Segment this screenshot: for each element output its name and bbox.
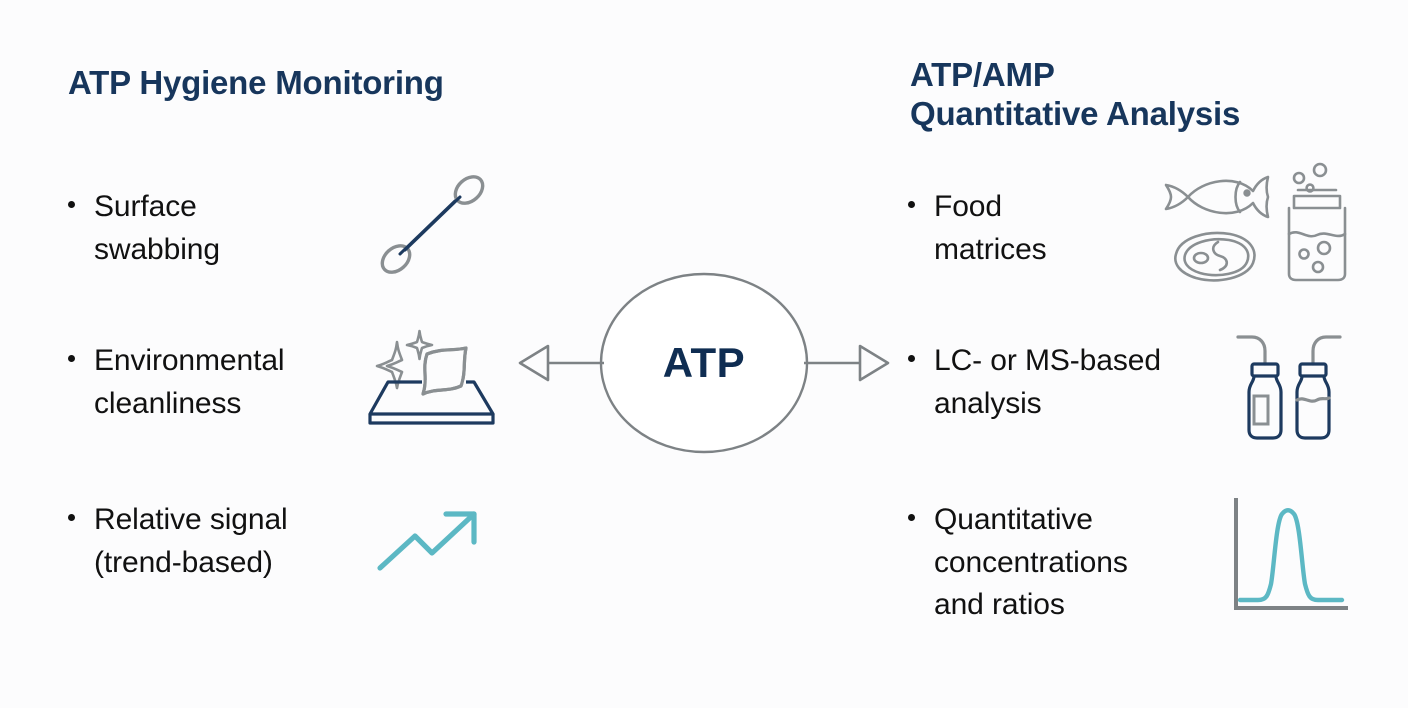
- sample-vials-icon: [1232, 326, 1346, 448]
- bullet-dot-icon: [68, 201, 75, 208]
- left-column-title: ATP Hygiene Monitoring: [68, 64, 444, 101]
- list-item: LC- or MS-based analysis: [908, 340, 1161, 425]
- bullet-dot-icon: [908, 514, 915, 521]
- bullet-dot-icon: [68, 514, 75, 521]
- food-matrices-icon: [1158, 162, 1360, 288]
- chromatogram-peak-icon: [1226, 492, 1352, 618]
- hub-label: ATP: [662, 339, 746, 386]
- cleaning-wipe-surface-icon: [362, 322, 508, 434]
- arrow-left-icon: [518, 340, 604, 386]
- list-item: Environmental cleanliness: [68, 340, 285, 425]
- list-item-label: Food matrices: [934, 190, 1047, 266]
- trend-up-arrow-icon: [372, 498, 492, 578]
- right-column-title: ATP/AMP Quantitative Analysis: [910, 56, 1241, 132]
- list-item: Food matrices: [908, 186, 1047, 271]
- atp-hub-node: ATP: [598, 272, 810, 454]
- list-item: Relative signal (trend-based): [68, 499, 288, 584]
- bullet-dot-icon: [908, 201, 915, 208]
- list-item: Surface swabbing: [68, 186, 220, 271]
- list-item: Quantitative concentrations and ratios: [908, 499, 1128, 627]
- bullet-dot-icon: [908, 355, 915, 362]
- list-item-label: Environmental cleanliness: [94, 344, 285, 420]
- bullet-dot-icon: [68, 355, 75, 362]
- list-item-label: Quantitative concentrations and ratios: [934, 503, 1128, 622]
- list-item-label: LC- or MS-based analysis: [934, 344, 1161, 420]
- list-item-label: Surface swabbing: [94, 190, 220, 266]
- cotton-swab-icon: [368, 166, 500, 284]
- arrow-right-icon: [804, 340, 890, 386]
- list-item-label: Relative signal (trend-based): [94, 503, 288, 579]
